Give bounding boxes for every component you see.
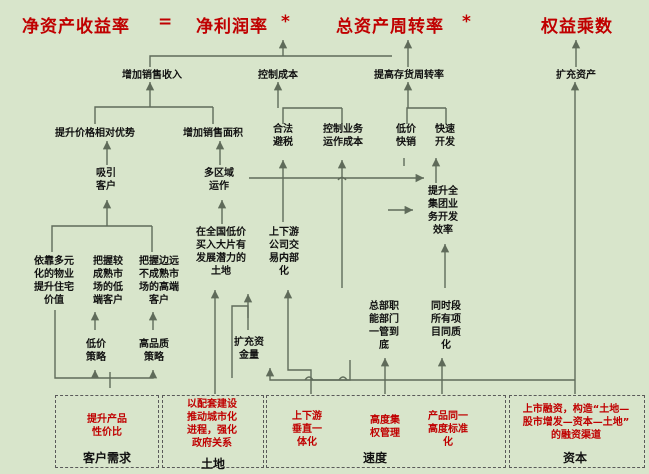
capital-box-label: 资本 bbox=[562, 451, 587, 465]
property-value-node: 依靠多元 化的物业 提升住宅 价值 bbox=[34, 256, 74, 306]
low-price-fast-sales-node: 低价 快销 bbox=[396, 124, 416, 148]
vertical-integration-node: 上下游 公司交 易内部 化 bbox=[269, 227, 299, 277]
low-cost-land-node: 在全国低价 买入大片有 发展潜力的 土地 bbox=[196, 227, 246, 277]
land-box bbox=[162, 395, 264, 468]
control-cost-node: 控制成本 bbox=[258, 70, 298, 81]
roe-title: 净资产收益率 bbox=[22, 17, 130, 37]
customer-demand-box bbox=[55, 395, 159, 468]
connector bbox=[279, 256, 289, 261]
speed-box-item: 上下游 垂直一 体化 bbox=[292, 411, 322, 448]
expand-assets-node: 扩充资产 bbox=[556, 70, 596, 81]
multi-region-node: 多区域 运作 bbox=[204, 168, 234, 192]
inventory-turnover-node: 提高存货周转率 bbox=[374, 70, 444, 81]
connector bbox=[283, 290, 312, 380]
customer-box-label: 客户需求 bbox=[82, 451, 131, 465]
low-price-strategy-node: 低价 策略 bbox=[86, 339, 106, 363]
land-box-item: 以配套建设 推动城市化 进程，强化 政府关系 bbox=[187, 399, 237, 449]
connector bbox=[94, 106, 213, 124]
connector bbox=[54, 310, 111, 388]
speed-box-label: 速度 bbox=[362, 451, 387, 465]
multiply-sign: * bbox=[462, 12, 472, 32]
group-dev-efficiency-node: 提升全 集团业 务开发 效率 bbox=[428, 186, 458, 236]
sales-area-node: 增加销售面积 bbox=[183, 128, 243, 139]
equals-sign: = bbox=[158, 12, 174, 32]
expand-capital-node: 扩充资 金量 bbox=[234, 337, 264, 361]
connector bbox=[149, 55, 392, 67]
high-end-customers-node: 把握边远 不成熟市 场的高端 客户 bbox=[139, 256, 179, 306]
connector bbox=[110, 370, 158, 379]
connector bbox=[406, 107, 446, 124]
connector bbox=[304, 376, 314, 381]
speed-box-item: 高度集 权管理 bbox=[370, 415, 400, 439]
connector bbox=[338, 376, 348, 381]
project-homogenize-node: 同时段 所有项 目同质 化 bbox=[431, 301, 461, 351]
multiply-sign: * bbox=[281, 12, 291, 32]
asset-turnover-title: 总资产周转率 bbox=[336, 17, 444, 37]
connector bbox=[51, 225, 152, 252]
capital-box bbox=[509, 395, 645, 468]
fast-development-node: 快速 开发 bbox=[435, 124, 455, 148]
connector bbox=[265, 368, 575, 381]
connector bbox=[282, 107, 342, 124]
quality-strategy-node: 高品质 策略 bbox=[139, 339, 169, 363]
speed-box bbox=[266, 395, 506, 468]
connector bbox=[337, 176, 347, 181]
net-margin-title: 净利润率 bbox=[196, 17, 268, 37]
low-end-customers-node: 把握较 成熟市 场的低 端客户 bbox=[93, 256, 123, 306]
equity-multiplier-title: 权益乘数 bbox=[541, 17, 613, 37]
hq-management-node: 总部职 能部门 一管到 底 bbox=[369, 301, 399, 351]
business-cost-node: 控制业务 运作成本 bbox=[323, 124, 363, 148]
attract-customers-node: 吸引 客户 bbox=[96, 168, 116, 192]
land-box-label: 土地 bbox=[200, 457, 225, 471]
capital-box-item: 上市融资，构造“土地— 股市增发—资本—土地” 的融资渠道 bbox=[522, 404, 630, 441]
price-advantage-node: 提升价格相对优势 bbox=[55, 128, 135, 139]
tax-avoid-node: 合法 避税 bbox=[273, 124, 293, 148]
customer-box-item: 提升产品 性价比 bbox=[87, 414, 127, 438]
increase-sales-node: 增加销售收入 bbox=[122, 70, 182, 81]
speed-box-item: 产品同一 高度标准 化 bbox=[428, 411, 468, 448]
